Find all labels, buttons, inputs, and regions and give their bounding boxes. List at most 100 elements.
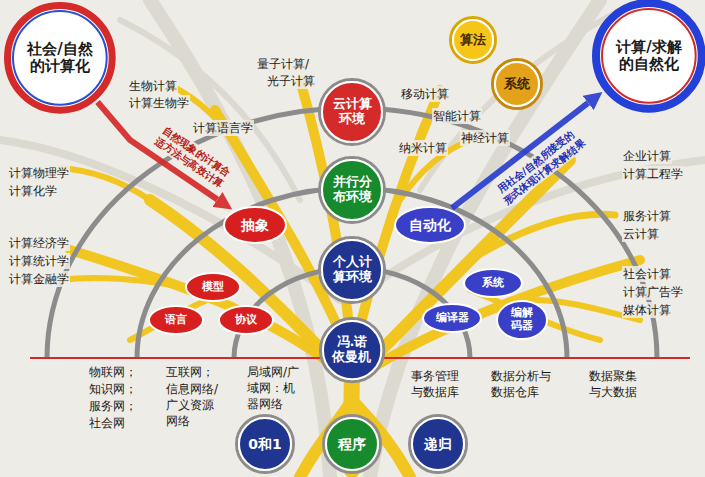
field-label: 计算广告学	[622, 284, 684, 300]
shape-body	[395, 207, 465, 243]
field-label: 计算物理学	[8, 165, 70, 181]
shape-body	[323, 321, 381, 379]
field-label: 信息网络/广义资源网络	[165, 381, 222, 429]
concept-circle: 系统	[491, 58, 543, 110]
node-text: 编译器	[436, 312, 469, 325]
field-label: 社会网	[88, 415, 126, 431]
shape-halo	[320, 318, 383, 381]
concept-circle: 算法	[449, 16, 497, 64]
node-text: 抽象	[241, 217, 269, 233]
field-label: 数据分析与数据仓库	[490, 368, 558, 400]
field-label: 事务管理与数据库	[410, 368, 466, 400]
root-circle: 递归	[408, 414, 468, 474]
field-label: 社会计算	[622, 266, 672, 282]
field-label: 服务网；	[88, 398, 138, 414]
shape-body	[326, 418, 378, 470]
field-label: 服务计算	[622, 208, 672, 224]
tree-branch	[352, 260, 640, 380]
field-label: 计算经济学	[8, 235, 70, 251]
field-label: 量子计算/	[256, 56, 310, 72]
concept-ellipse: 编译器	[422, 303, 482, 333]
node-text: 个人计算环境	[333, 255, 372, 285]
shape-body	[464, 269, 522, 297]
shape-ring	[13, 11, 107, 105]
field-label: 神经计算	[460, 130, 510, 146]
node-text: 社会/自然的计算化	[22, 41, 97, 76]
photo-branch	[150, 0, 330, 477]
field-label: 数据聚集与大数据	[588, 368, 644, 400]
node-text: 系统	[482, 277, 504, 290]
layer-circle: 云计算环境	[318, 78, 386, 146]
node-text: 递归	[424, 436, 452, 452]
shape-body	[322, 82, 382, 142]
shape-halo	[320, 158, 385, 223]
shape-halo	[410, 416, 467, 473]
shape-body	[322, 240, 382, 300]
node-text: 并行分布环境	[333, 175, 372, 205]
shape-body	[495, 62, 539, 106]
shape-halo	[324, 416, 381, 473]
field-label: 纳米计算	[398, 140, 448, 156]
field-label: 智能计算	[432, 108, 482, 124]
concept-ellipse: 协议	[218, 305, 274, 335]
shape-body	[239, 418, 291, 470]
node-text: 计算/求解的自然化	[611, 39, 686, 74]
root-circle: 程序	[322, 414, 382, 474]
field-label: 局域网/广域网：机器网络	[246, 364, 307, 412]
field-label: 知识网；	[88, 381, 138, 397]
field-label: 计算工程学	[622, 166, 684, 182]
theme-circle: 社会/自然的计算化	[4, 2, 116, 114]
shape-body	[453, 20, 493, 60]
photo-branch	[420, 10, 620, 190]
shape-body	[149, 306, 203, 334]
concept-ellipse: 自动化	[394, 206, 466, 244]
field-label: 计算生物学	[128, 95, 190, 111]
node-text: 系统	[504, 77, 530, 92]
field-label: 移动计算	[400, 86, 450, 102]
node-text: 自动化	[409, 217, 451, 233]
field-label: 光子计算	[266, 73, 316, 89]
shape-body	[224, 207, 286, 243]
shape-body	[322, 160, 382, 220]
field-label: 云计算	[622, 226, 660, 242]
layer-circle: 冯.诺依曼机	[319, 317, 385, 383]
tree-branch	[470, 214, 615, 260]
node-text: 模型	[202, 281, 224, 294]
field-label: 物联网；	[88, 364, 138, 380]
shape-ring	[602, 9, 696, 103]
node-text: 编解码器	[511, 307, 533, 332]
node-text: 云计算环境	[333, 97, 372, 127]
node-text: 0和1	[248, 436, 281, 452]
concept-ellipse: 系统	[463, 268, 523, 298]
concept-ellipse: 编解码器	[496, 300, 548, 340]
node-text: 语言	[165, 314, 187, 327]
layer-circle: 个人计算环境	[318, 236, 386, 304]
shape-body	[186, 273, 240, 301]
shape-body	[8, 6, 113, 111]
shape-halo	[320, 238, 385, 303]
shape-body	[596, 3, 702, 109]
field-label: 计算统计学	[8, 253, 70, 269]
node-text: 冯.诺依曼机	[332, 335, 371, 365]
concept-ellipse: 语言	[148, 305, 204, 335]
shape-halo	[493, 60, 542, 109]
shape-halo	[237, 416, 294, 473]
field-label: 计算化学	[8, 183, 58, 199]
field-label: 生物计算	[128, 78, 178, 94]
shape-body	[219, 306, 273, 334]
field-label: 企业计算	[622, 148, 672, 164]
concept-ellipse: 模型	[185, 272, 241, 302]
shape-body	[412, 418, 464, 470]
field-label: 计算金融学	[8, 271, 70, 287]
node-text: 协议	[235, 314, 257, 327]
layer-circle: 并行分布环境	[318, 156, 386, 224]
tree-branch	[60, 278, 200, 290]
shape-halo	[320, 80, 385, 145]
concept-ellipse: 抽象	[223, 206, 287, 244]
node-text: 算法	[460, 33, 486, 48]
node-text: 程序	[338, 436, 366, 452]
field-label: 计算语言学	[192, 120, 254, 136]
shape-body	[497, 301, 547, 339]
field-label: 互联网；	[165, 364, 215, 380]
